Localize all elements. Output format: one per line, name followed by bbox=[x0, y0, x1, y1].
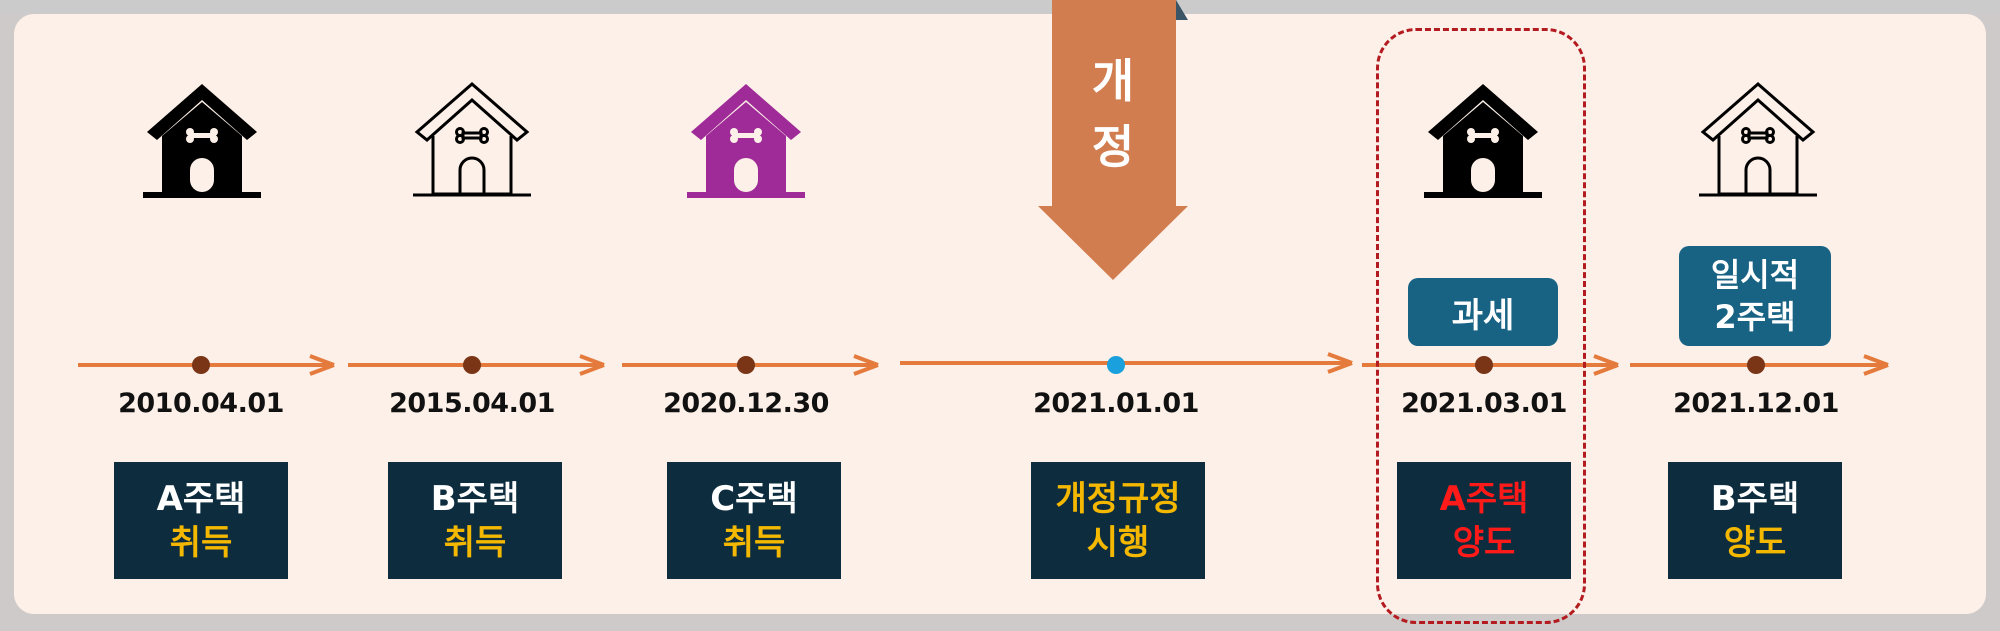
tax-badge-label: 과세 bbox=[1451, 295, 1515, 336]
timeline-dot-2 bbox=[463, 356, 481, 374]
event-box-5-line1: A주택 bbox=[1439, 478, 1529, 519]
temp-badge-line1: 일시적 bbox=[1710, 256, 1800, 294]
event-box-4-line2: 시행 bbox=[1086, 522, 1150, 563]
timeline-panel bbox=[14, 14, 1986, 614]
event-box-1-line1: A주택 bbox=[156, 478, 246, 519]
event-box-3: C주택 취득 bbox=[667, 462, 841, 579]
timeline-dot-1 bbox=[192, 356, 210, 374]
event-box-6-line2: 양도 bbox=[1723, 522, 1787, 563]
temp-badge-line2: 2주택 bbox=[1714, 298, 1796, 336]
house-b-sold-icon bbox=[1693, 76, 1823, 206]
highlight-dashed-frame bbox=[1376, 28, 1586, 624]
timeline-dot-5 bbox=[1475, 356, 1493, 374]
event-box-4-line1: 개정규정 bbox=[1055, 478, 1181, 519]
event-box-3-line2: 취득 bbox=[722, 522, 786, 563]
event-box-6: B주택 양도 bbox=[1668, 462, 1842, 579]
event-box-5-line2: 양도 bbox=[1452, 522, 1516, 563]
revision-arrow-icon bbox=[1038, 0, 1188, 280]
event-box-2: B주택 취득 bbox=[388, 462, 562, 579]
event-date-6: 2021.12.01 bbox=[1673, 388, 1839, 419]
house-a-icon bbox=[137, 76, 267, 206]
event-date-4: 2021.01.01 bbox=[1033, 388, 1199, 419]
timeline-dot-3 bbox=[737, 356, 755, 374]
event-box-3-line1: C주택 bbox=[710, 478, 798, 519]
timeline-dot-6 bbox=[1747, 356, 1765, 374]
revision-arrow-label: 개 정 bbox=[1080, 48, 1146, 180]
timeline-segment-4 bbox=[900, 352, 1353, 374]
event-box-1: A주택 취득 bbox=[114, 462, 288, 579]
event-box-5: A주택 양도 bbox=[1397, 462, 1571, 579]
event-date-1: 2010.04.01 bbox=[118, 388, 284, 419]
revision-label-line2: 정 bbox=[1091, 120, 1135, 174]
event-box-1-line2: 취득 bbox=[169, 522, 233, 563]
event-date-2: 2015.04.01 bbox=[389, 388, 555, 419]
event-date-5: 2021.03.01 bbox=[1401, 388, 1567, 419]
event-box-2-line2: 취득 bbox=[443, 522, 507, 563]
top-strip bbox=[0, 0, 2000, 14]
event-box-4: 개정규정 시행 bbox=[1031, 462, 1205, 579]
timeline-dot-4 bbox=[1107, 356, 1125, 374]
event-date-3: 2020.12.30 bbox=[663, 388, 829, 419]
house-a-sold-icon bbox=[1418, 76, 1548, 206]
house-b-icon bbox=[407, 76, 537, 206]
house-c-icon bbox=[681, 76, 811, 206]
event-box-2-line1: B주택 bbox=[430, 478, 520, 519]
tax-badge: 과세 bbox=[1408, 278, 1558, 346]
revision-label-line1: 개 bbox=[1091, 54, 1135, 108]
temporary-two-house-badge: 일시적 2주택 bbox=[1679, 246, 1831, 346]
event-box-6-line1: B주택 bbox=[1710, 478, 1800, 519]
